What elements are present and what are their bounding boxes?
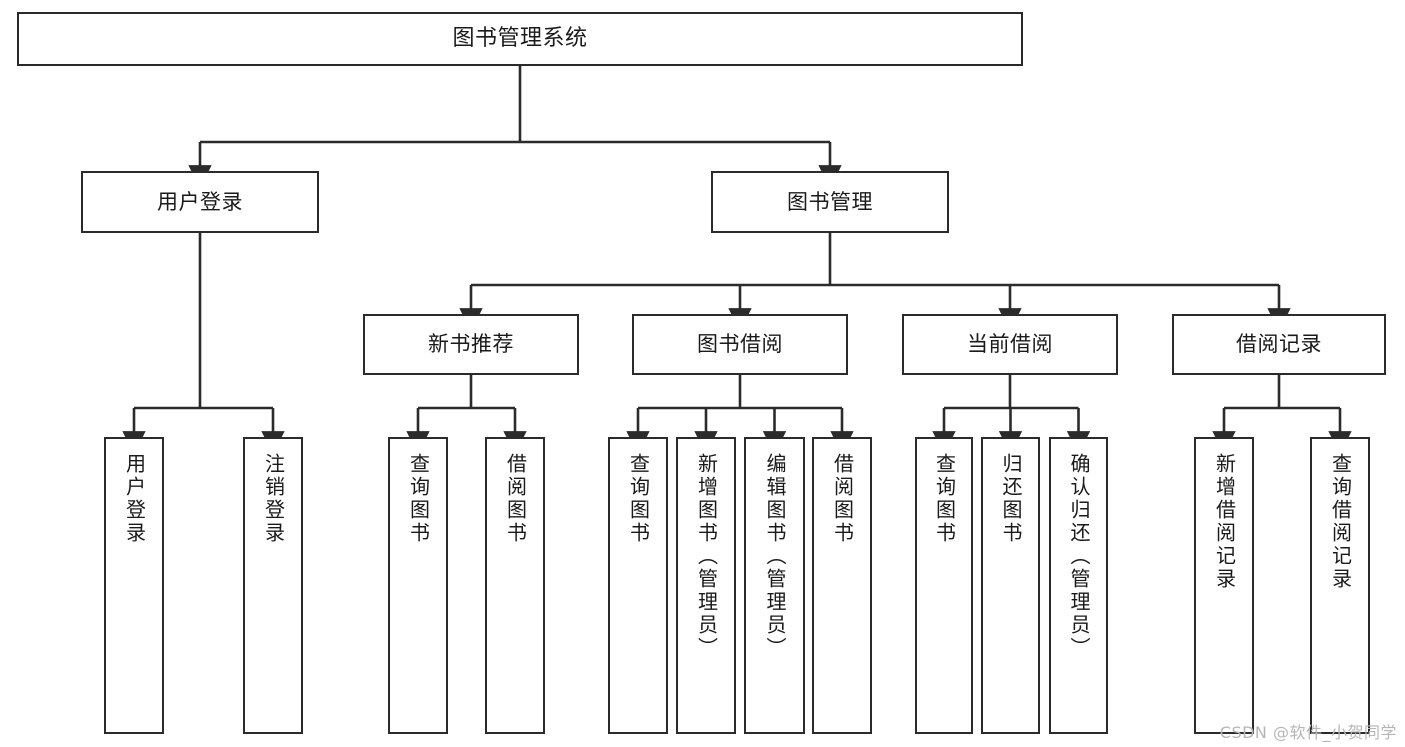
node-label-leaf-return-book: 归还图书 — [999, 453, 1023, 545]
node-label-leaf-query-book-borrow: 查询图书 — [626, 453, 651, 545]
node-label-leaf-borrow-book-rec: 借阅图书 — [503, 453, 528, 545]
node-label-book-borrow: 图书借阅 — [697, 332, 783, 357]
node-label-leaf-query-book-rec: 查询图书 — [406, 453, 431, 545]
watermark-text: CSDN @软件_小贺同学 — [1219, 723, 1397, 742]
node-leaf-add-book-admin[interactable]: 新增图书（管理员） — [676, 437, 736, 734]
node-leaf-user-login[interactable]: 用户登录 — [104, 437, 164, 734]
node-leaf-return-book[interactable]: 归还图书 — [981, 437, 1040, 734]
node-label-leaf-query-book-current: 查询图书 — [932, 453, 957, 545]
node-new-book-recommend[interactable]: 新书推荐 — [363, 314, 579, 375]
node-user-login[interactable]: 用户登录 — [81, 171, 319, 233]
node-label-leaf-user-login: 用户登录 — [122, 453, 147, 545]
node-leaf-borrow-book-rec[interactable]: 借阅图书 — [485, 437, 545, 734]
node-root[interactable]: 图书管理系统 — [17, 12, 1023, 66]
node-label-leaf-add-borrow-record: 新增借阅记录 — [1212, 453, 1237, 591]
node-label-borrow-record: 借阅记录 — [1236, 332, 1322, 357]
node-label-leaf-confirm-return-admin: 确认归还（管理员） — [1067, 453, 1091, 660]
node-book-manage[interactable]: 图书管理 — [711, 171, 949, 233]
node-leaf-borrow-book[interactable]: 借阅图书 — [812, 437, 872, 734]
node-label-leaf-logout-login: 注销登录 — [261, 453, 286, 545]
node-book-borrow[interactable]: 图书借阅 — [632, 314, 848, 375]
node-leaf-query-book-borrow[interactable]: 查询图书 — [608, 437, 668, 734]
node-leaf-confirm-return-admin[interactable]: 确认归还（管理员） — [1049, 437, 1108, 734]
node-leaf-add-borrow-record[interactable]: 新增借阅记录 — [1194, 437, 1254, 734]
node-current-borrow[interactable]: 当前借阅 — [902, 314, 1118, 375]
node-label-leaf-query-borrow-record: 查询借阅记录 — [1328, 453, 1353, 591]
node-leaf-query-book-rec[interactable]: 查询图书 — [388, 437, 448, 734]
node-leaf-edit-book-admin[interactable]: 编辑图书（管理员） — [744, 437, 805, 734]
node-label-user-login: 用户登录 — [157, 189, 243, 214]
node-label-leaf-edit-book-admin: 编辑图书（管理员） — [763, 453, 787, 660]
node-label-current-borrow: 当前借阅 — [967, 332, 1053, 357]
node-label-new-book-recommend: 新书推荐 — [428, 332, 514, 357]
node-leaf-query-book-current[interactable]: 查询图书 — [915, 437, 973, 734]
node-leaf-logout-login[interactable]: 注销登录 — [243, 437, 303, 734]
node-label-leaf-add-book-admin: 新增图书（管理员） — [694, 453, 719, 660]
edges-group — [122, 66, 1352, 455]
node-borrow-record[interactable]: 借阅记录 — [1172, 314, 1386, 375]
node-leaf-query-borrow-record[interactable]: 查询借阅记录 — [1310, 437, 1370, 734]
node-label-root: 图书管理系统 — [452, 26, 588, 52]
node-label-leaf-borrow-book: 借阅图书 — [830, 453, 855, 545]
node-label-book-manage: 图书管理 — [787, 189, 873, 214]
